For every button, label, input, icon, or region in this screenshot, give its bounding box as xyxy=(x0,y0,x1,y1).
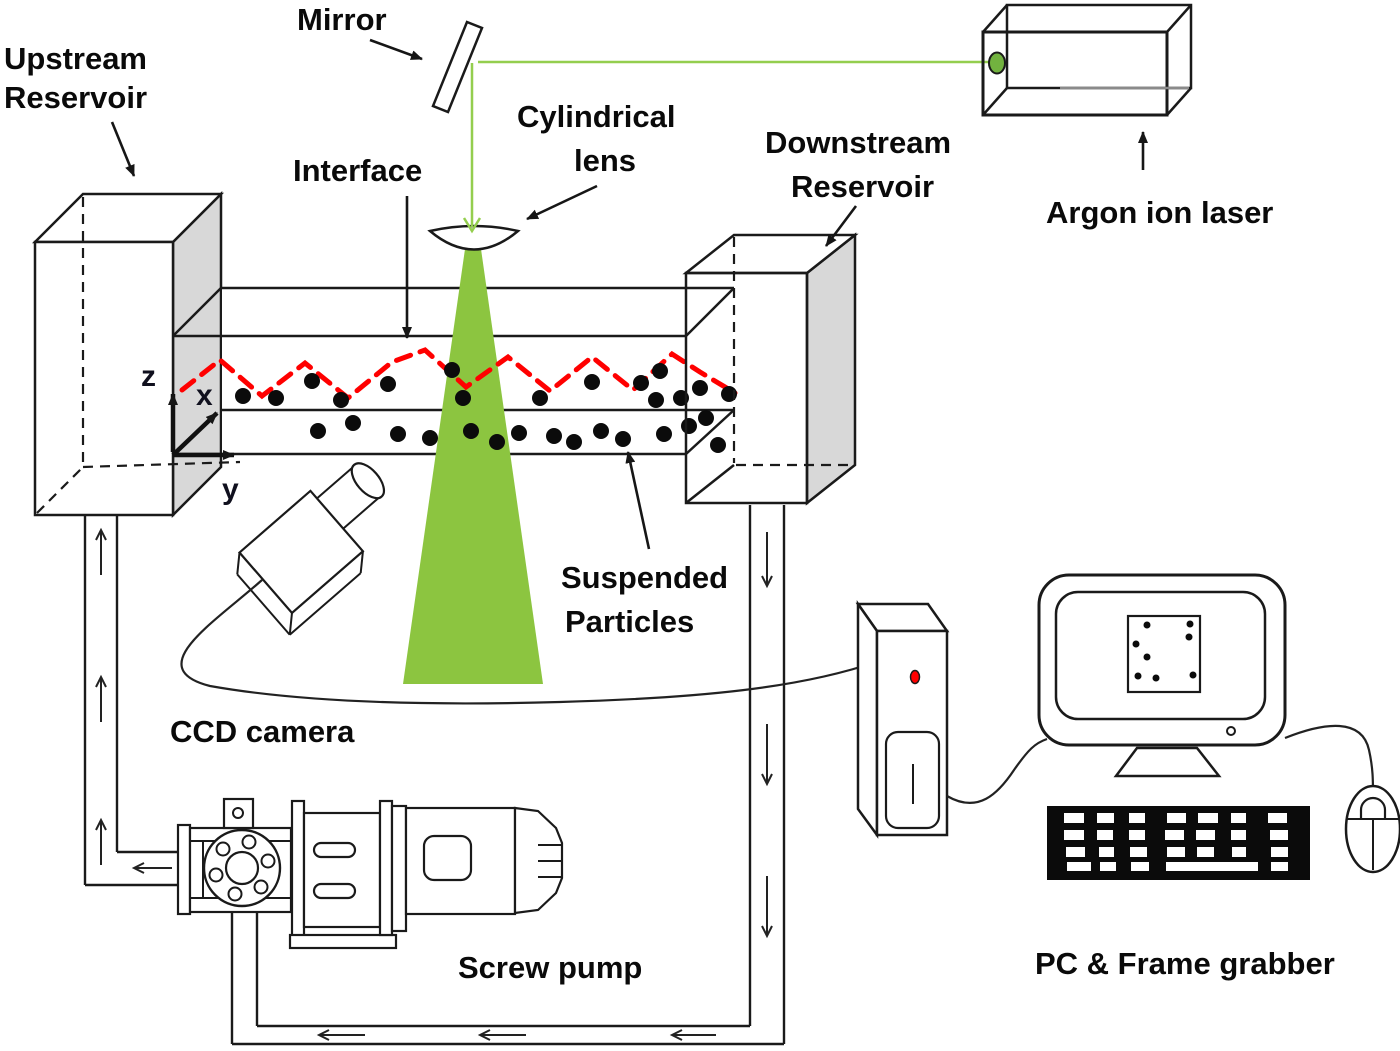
keyboard xyxy=(1047,806,1310,880)
cylindrical-lens-pointer xyxy=(526,184,598,221)
laser-light-sheet xyxy=(403,249,543,684)
pc-monitor xyxy=(1037,573,1287,778)
monitor-stand xyxy=(1113,746,1222,778)
argon-ion-laser-label: Argon ion laser xyxy=(1046,195,1273,230)
x-axis-label: x xyxy=(196,379,213,412)
upstream-reservoir-side-face xyxy=(171,190,223,519)
downstream-reservoir-side-face xyxy=(805,232,857,506)
x-axis-arrow xyxy=(171,411,219,457)
mirror-label: Mirror xyxy=(297,2,387,37)
tower-drive-bay xyxy=(884,730,941,830)
suspended-particles-pointer xyxy=(625,451,651,550)
laser-aperture-dot xyxy=(988,51,1006,75)
suspended-particles-label-line1: Suspended xyxy=(561,560,728,595)
keyboard-keys xyxy=(1064,813,1288,871)
tower-monitor-cable xyxy=(946,737,1048,804)
suspended-particles-label-line2: Particles xyxy=(565,604,694,639)
downstream-reservoir-front-face xyxy=(684,271,809,505)
recirculation-piping xyxy=(83,505,786,1046)
upstream-reservoir-pointer xyxy=(110,121,136,177)
cylindrical-lens-label-line1: Cylindrical xyxy=(517,99,676,134)
upstream-reservoir-label-line1: Upstream xyxy=(4,41,147,76)
mouse-cable xyxy=(1284,724,1375,797)
downstream-reservoir-label-line2: Reservoir xyxy=(791,169,934,204)
upstream-reservoir-front-face xyxy=(33,240,175,517)
screen-particle-dots xyxy=(1132,620,1197,682)
interface-label: Interface xyxy=(293,153,422,188)
mouse-scroll-arch xyxy=(1359,796,1387,819)
mouse xyxy=(1284,724,1400,874)
upstream-reservoir-label-line2: Reservoir xyxy=(4,80,147,115)
screw-pump xyxy=(176,797,564,950)
pc-frame-grabber-label: PC & Frame grabber xyxy=(1035,946,1335,981)
suspended-particles-dots xyxy=(235,362,737,453)
cylindrical-lens-label-line2: lens xyxy=(574,143,636,178)
screw-pump-label: Screw pump xyxy=(458,950,642,985)
mirror-pointer xyxy=(369,38,423,61)
argon-ion-laser-box xyxy=(981,3,1193,117)
coordinate-axes: z x y xyxy=(141,360,239,506)
downstream-reservoir-pointer xyxy=(824,205,858,247)
ccd-camera-label: CCD camera xyxy=(170,714,355,749)
laser-beam xyxy=(462,60,992,234)
cylindrical-lens-shape xyxy=(427,224,521,251)
downstream-reservoir xyxy=(682,232,859,506)
frame-grabber-tower xyxy=(855,600,950,839)
upstream-reservoir xyxy=(31,190,241,519)
z-axis-label: z xyxy=(141,360,156,393)
laser-beam-arrowhead xyxy=(462,217,482,234)
y-axis-label: y xyxy=(222,473,239,506)
screen-particle-image xyxy=(1126,614,1202,694)
camera-lens-barrel xyxy=(350,462,386,500)
camera-body xyxy=(237,489,365,615)
mirror-shape xyxy=(431,20,484,114)
camera-signal-cable xyxy=(180,579,877,705)
downstream-reservoir-label-line1: Downstream xyxy=(765,125,951,160)
monitor-power-led xyxy=(1226,726,1236,736)
tower-power-led xyxy=(909,669,921,685)
annotations: Upstream Reservoir Mirror Interface Cyli… xyxy=(4,2,1335,985)
pump-foot xyxy=(288,933,398,950)
ccd-camera-shape xyxy=(236,462,386,636)
